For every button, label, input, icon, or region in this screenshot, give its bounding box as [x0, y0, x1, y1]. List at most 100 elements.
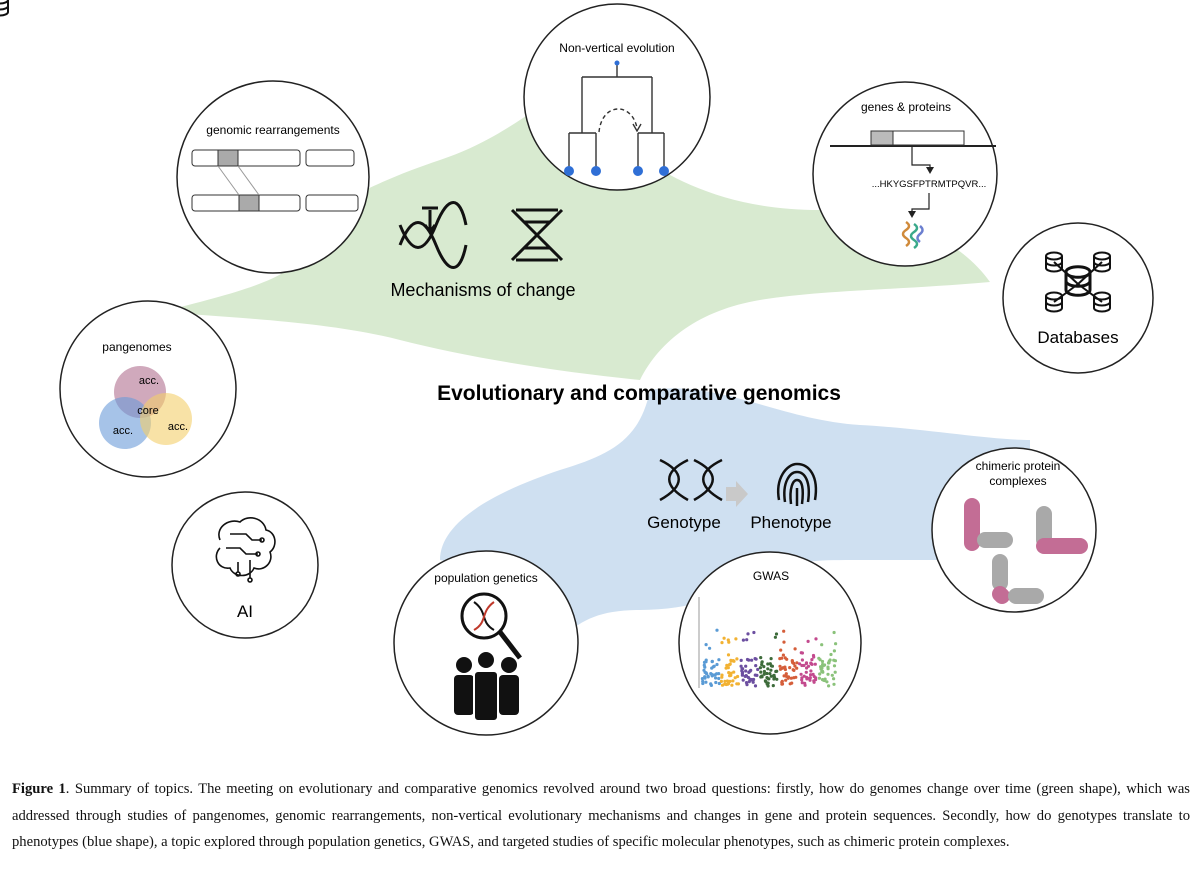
gwas-point: [798, 662, 802, 666]
gwas-point: [830, 673, 834, 677]
gwas-point: [805, 677, 809, 681]
gwas-point: [722, 636, 726, 640]
gwas-point: [817, 656, 821, 660]
gwas-point: [752, 630, 756, 635]
gwas-point: [768, 672, 772, 676]
gwas-point: [821, 662, 825, 667]
gwas-point: [820, 643, 824, 647]
gwas-point: [726, 638, 730, 642]
gwas-point: [771, 684, 775, 688]
arrow-right-icon: [726, 481, 748, 507]
gwas-point: [700, 677, 705, 681]
gwas-point: [774, 669, 778, 674]
gwas-point: [746, 632, 750, 636]
gwas-point: [804, 670, 808, 674]
gwas-point: [729, 659, 733, 663]
gwas-point: [717, 658, 721, 662]
gwas-point: [806, 664, 811, 668]
gwas-point: [746, 675, 751, 680]
gwas-point: [725, 679, 730, 683]
caption-label: Figure 1: [12, 781, 66, 797]
gwas-point: [766, 677, 771, 681]
gwas-point: [766, 667, 770, 671]
gwas-point: [726, 653, 731, 657]
venn-left-label: acc.: [113, 425, 133, 437]
gwas-point: [703, 675, 707, 679]
gwas-point: [714, 676, 718, 680]
gwas-point: [795, 666, 799, 670]
gwas-point: [812, 655, 816, 659]
gwas-point: [755, 673, 759, 678]
gwas-point: [706, 675, 710, 679]
gwas-point: [800, 681, 804, 685]
gwas-point: [792, 676, 796, 680]
gwas-point: [701, 679, 705, 683]
gwas-point: [772, 673, 776, 677]
gwas-point: [717, 681, 721, 686]
gwas-point: [715, 628, 719, 632]
gwas-point: [756, 667, 760, 672]
gwas-point: [827, 684, 831, 688]
gwas-point: [820, 678, 825, 682]
gwas-point: [800, 658, 805, 662]
gwas-point: [820, 669, 824, 674]
gwas-point: [785, 657, 789, 661]
gwas-point: [799, 672, 803, 676]
gwas-point: [774, 632, 779, 636]
gwas-point: [723, 679, 727, 683]
gwas-point: [719, 679, 724, 684]
manhattan-plot: [700, 628, 838, 688]
gwas-point: [833, 670, 837, 674]
circle-genomic-rearrangements: genomic rearrangements: [176, 80, 370, 274]
caption-text: . Summary of topics. The meeting on evol…: [12, 781, 1190, 850]
gwas-point: [760, 660, 764, 665]
main-title: Evolutionary and comparative genomics: [437, 382, 841, 405]
genotype-label: Genotype: [647, 513, 721, 532]
gwas-point: [783, 667, 788, 672]
gwas-point: [759, 670, 763, 674]
gwas-point: [709, 683, 714, 688]
gwas-point: [772, 677, 776, 681]
blue-region: [440, 388, 1030, 640]
gwas-point: [826, 665, 830, 669]
gwas-point: [793, 664, 797, 668]
gwas-point: [720, 683, 725, 687]
gwas-point: [766, 662, 770, 666]
gwas-point: [825, 680, 829, 684]
figure-caption: Figure 1. Summary of topics. The meeting…: [12, 776, 1190, 856]
gwas-point: [731, 679, 735, 683]
gwas-point: [740, 667, 744, 671]
gwas-point: [744, 664, 748, 668]
gwas-point: [817, 676, 822, 680]
gwas-point: [834, 642, 838, 646]
gwas-point: [765, 671, 769, 676]
gwas-title: GWAS: [753, 569, 789, 583]
gwas-point: [782, 640, 786, 644]
gwas-point: [750, 658, 754, 662]
gwas-point: [710, 660, 714, 664]
gwas-point: [778, 664, 782, 668]
gwas-point: [788, 682, 792, 686]
gwas-point: [739, 658, 743, 663]
gwas-point: [773, 635, 778, 639]
gwas-point: [795, 661, 799, 665]
gwas-point: [749, 678, 753, 682]
gwas-point: [732, 670, 736, 674]
gwas-point: [728, 679, 732, 684]
gwas-point: [769, 674, 773, 678]
gwas-point: [799, 651, 803, 655]
gwas-point: [813, 662, 817, 666]
venn-top-label: acc.: [139, 375, 159, 387]
gwas-point: [832, 630, 836, 635]
gwas-point: [826, 661, 831, 665]
protein-complex-icons: [964, 498, 1088, 604]
mechanisms-label: Mechanisms of change: [390, 280, 575, 300]
gwas-point: [744, 681, 749, 685]
dna-recombination-icon: [510, 208, 564, 262]
phylogenetic-tree: [568, 63, 665, 170]
gwas-point: [788, 666, 792, 670]
gwas-point: [736, 674, 740, 679]
circle-chimeric-complexes: chimeric protein complexes: [931, 447, 1097, 613]
non-vertical-title: Non-vertical evolution: [559, 41, 674, 55]
gwas-point: [820, 659, 825, 664]
